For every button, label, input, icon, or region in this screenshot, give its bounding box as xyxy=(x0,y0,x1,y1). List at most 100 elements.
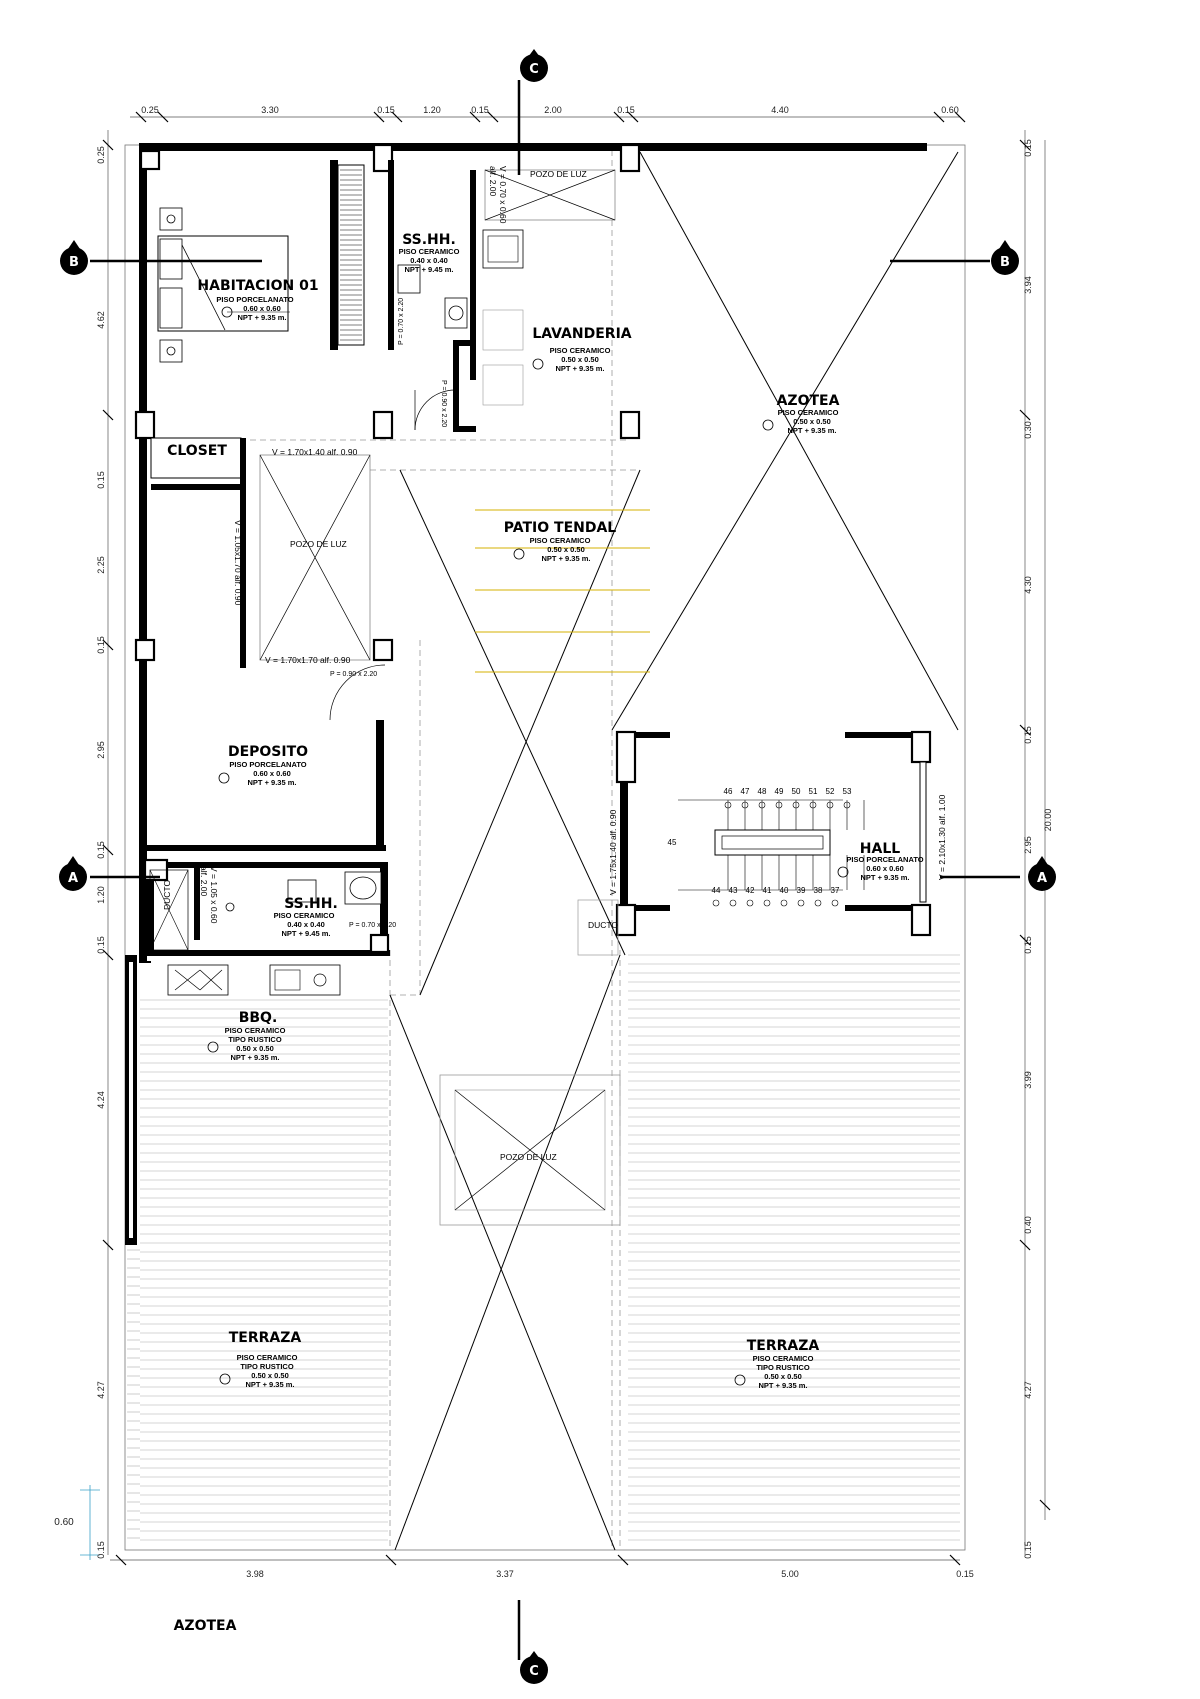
v-sshh2-alf: alf. 2.00 xyxy=(199,866,209,897)
svg-text:0.60 x 0.60: 0.60 x 0.60 xyxy=(253,769,291,778)
svg-text:PISO CERAMICO: PISO CERAMICO xyxy=(274,911,335,920)
svg-text:NPT + 9.35 m.: NPT + 9.35 m. xyxy=(248,778,297,787)
svg-text:0.40 x 0.40: 0.40 x 0.40 xyxy=(287,920,325,929)
svg-text:B: B xyxy=(1000,255,1010,270)
stair-number: 41 xyxy=(763,886,772,895)
room-sshh-upper: SS.HH. PISO CERAMICO 0.40 x 0.40 NPT + 9… xyxy=(399,232,460,274)
section-marker-c-top: C xyxy=(520,49,548,82)
dim-left-3: 2.25 xyxy=(96,556,106,574)
dim-left-9: 4.24 xyxy=(96,1091,106,1109)
section-marker-b-right: B xyxy=(991,240,1019,275)
dimension-lines xyxy=(80,111,1051,1566)
svg-text:TIPO RUSTICO: TIPO RUSTICO xyxy=(240,1362,294,1371)
dim-top-3: 1.20 xyxy=(423,105,441,115)
dim-right-1: 3.94 xyxy=(1023,276,1033,294)
stair-number: 48 xyxy=(758,787,767,796)
stair-number: 53 xyxy=(843,787,852,796)
dim-right-4: 0.15 xyxy=(1023,726,1033,744)
dim-right-6: 0.15 xyxy=(1023,936,1033,954)
svg-text:NPT + 9.35 m.: NPT + 9.35 m. xyxy=(231,1053,280,1062)
stair-number: 43 xyxy=(729,886,738,895)
dim-right-0: 0.15 xyxy=(1023,139,1033,157)
dim-bottom-1: 3.37 xyxy=(496,1569,514,1579)
room-name: DEPOSITO xyxy=(228,744,308,760)
section-marker-a-left: A xyxy=(59,856,87,891)
svg-text:NPT + 9.35 m.: NPT + 9.35 m. xyxy=(542,554,591,563)
svg-text:0.50 x 0.50: 0.50 x 0.50 xyxy=(561,355,599,364)
plan-title: AZOTEA xyxy=(174,1618,237,1634)
roof-diagonals xyxy=(389,151,959,1551)
dim-left-4: 0.15 xyxy=(96,636,106,654)
pozo-luz-label-2: POZO DE LUZ xyxy=(290,539,347,549)
stair-number: 49 xyxy=(775,787,784,796)
svg-text:NPT + 9.35 m.: NPT + 9.35 m. xyxy=(788,426,837,435)
stair-number: 37 xyxy=(831,886,840,895)
p-sshh1: P = 0.70 x 2.20 xyxy=(398,298,405,345)
ducto-label-2: DUCTO xyxy=(588,920,618,930)
stair-number: 51 xyxy=(809,787,818,796)
pozo-luz-label-1: POZO DE LUZ xyxy=(530,169,587,179)
section-marker-b-left: B xyxy=(60,240,88,275)
room-name: CLOSET xyxy=(167,443,227,459)
bathroom-fixtures xyxy=(167,229,524,996)
room-name: SS.HH. xyxy=(402,232,456,248)
svg-text:PISO PORCELANATO: PISO PORCELANATO xyxy=(216,295,293,304)
stair-number: 38 xyxy=(814,886,823,895)
room-name: TERRAZA xyxy=(229,1330,302,1346)
dim-left-1: 4.62 xyxy=(96,311,106,329)
room-closet: CLOSET xyxy=(167,443,227,459)
v-pozo-top: V = 0.70 x 0.60 xyxy=(498,166,508,224)
room-name: LAVANDERIA xyxy=(532,326,631,342)
room-patio-tendal: PATIO TENDAL PISO CERAMICO 0.50 x 0.50 N… xyxy=(504,520,617,563)
dim-top-7: 4.40 xyxy=(771,105,789,115)
p-deposito: P = 0.90 x 2.20 xyxy=(330,671,377,678)
room-name: TERRAZA xyxy=(747,1338,820,1354)
p-lavanderia: P = 0.90 x 2.20 xyxy=(440,380,447,427)
svg-text:NPT + 9.45 m.: NPT + 9.45 m. xyxy=(405,265,454,274)
svg-text:PISO PORCELANATO: PISO PORCELANATO xyxy=(846,855,923,864)
light-wells xyxy=(149,169,621,1226)
dim-left-7: 1.20 xyxy=(96,886,106,904)
ducto-label-1: DUCTO xyxy=(162,880,172,910)
stair-number: 40 xyxy=(780,886,789,895)
room-habitacion: HABITACION 01 PISO PORCELANATO 0.60 x 0.… xyxy=(197,278,318,322)
svg-text:0.50 x 0.50: 0.50 x 0.50 xyxy=(793,417,831,426)
room-terraza-right: TERRAZA PISO CERAMICO TIPO RUSTICO 0.50 … xyxy=(734,1338,820,1390)
room-sshh-lower: SS.HH. PISO CERAMICO 0.40 x 0.40 NPT + 9… xyxy=(225,896,338,938)
dim-right-10: 0.15 xyxy=(1023,1541,1033,1559)
dim-right-5: 2.95 xyxy=(1023,836,1033,854)
dim-bottom-2: 5.00 xyxy=(781,1569,799,1579)
svg-text:NPT + 9.35 m.: NPT + 9.35 m. xyxy=(556,364,605,373)
dim-bottom-0: 3.98 xyxy=(246,1569,264,1579)
stair-number: 42 xyxy=(746,886,755,895)
svg-text:A: A xyxy=(1037,871,1047,886)
svg-text:NPT + 9.35 m.: NPT + 9.35 m. xyxy=(246,1380,295,1389)
stair-number: 46 xyxy=(724,787,733,796)
svg-text:0.50 x 0.50: 0.50 x 0.50 xyxy=(547,545,585,554)
v-sshh2: V = 1.05 x 0.60 xyxy=(209,866,219,924)
stair-number: 39 xyxy=(797,886,806,895)
v-pozo-top-alf: alf. 2.00 xyxy=(488,166,498,197)
terrace-hatching xyxy=(127,954,960,1541)
dim-left-10: 4.27 xyxy=(96,1381,106,1399)
svg-text:0.50 x 0.50: 0.50 x 0.50 xyxy=(764,1372,802,1381)
stair-landing-number: 45 xyxy=(668,838,677,847)
room-terraza-left: TERRAZA PISO CERAMICO TIPO RUSTICO 0.50 … xyxy=(219,1330,302,1389)
stair-number: 52 xyxy=(826,787,835,796)
dim-right-total: 20.00 xyxy=(1043,809,1053,832)
v-side: V = 1.05x1.70 alf. 0.90 xyxy=(233,520,243,606)
dim-right-2: 0.30 xyxy=(1023,421,1033,439)
dim-right-7: 3.99 xyxy=(1023,1071,1033,1089)
svg-text:PISO CERAMICO: PISO CERAMICO xyxy=(778,408,839,417)
dim-right-9: 4.27 xyxy=(1023,1381,1033,1399)
section-marker-c-bottom: C xyxy=(520,1651,548,1684)
svg-text:PISO CERAMICO: PISO CERAMICO xyxy=(225,1026,286,1035)
svg-text:0.50 x 0.50: 0.50 x 0.50 xyxy=(236,1044,274,1053)
svg-text:PISO CERAMICO: PISO CERAMICO xyxy=(530,536,591,545)
svg-text:0.50 x 0.50: 0.50 x 0.50 xyxy=(251,1371,289,1380)
dim-left-11: 0.15 xyxy=(96,1541,106,1559)
dim-top-8: 0.60 xyxy=(941,105,959,115)
annotations: POZO DE LUZ POZO DE LUZ POZO DE LUZ V = … xyxy=(162,166,947,1162)
room-name: HABITACION 01 xyxy=(197,278,318,294)
room-azotea: AZOTEA PISO CERAMICO 0.50 x 0.50 NPT + 9… xyxy=(762,393,840,435)
